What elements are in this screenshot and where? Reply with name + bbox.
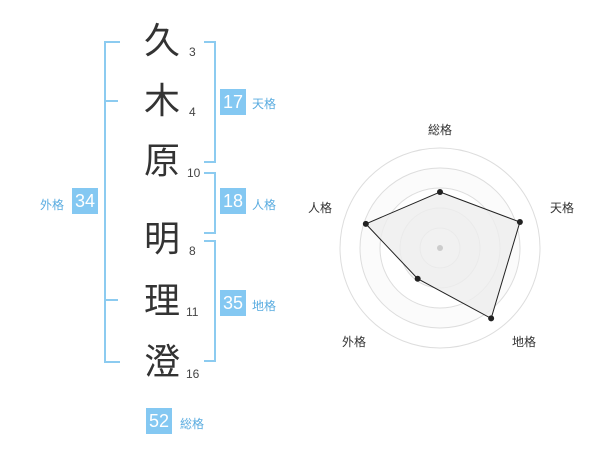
radar-point-4	[414, 275, 421, 282]
radar-point-2	[516, 219, 523, 226]
chikaku-bracket	[204, 240, 216, 362]
name-char-5: 理	[143, 281, 180, 322]
radar-point-1	[437, 189, 443, 195]
tenkaku-label: 天格	[252, 97, 277, 111]
stroke-count-3: 10	[187, 166, 201, 180]
radar-label-chikaku: 地格	[512, 334, 536, 349]
name-char-1: 久	[143, 21, 180, 62]
radar-label-jinkaku: 人格	[308, 200, 332, 215]
radar-point-5	[362, 220, 369, 227]
name-char-4: 明	[143, 219, 180, 260]
gaikaku-label: 外格	[40, 198, 65, 212]
soukaku-label: 総格	[180, 417, 205, 431]
name-char-2: 木	[143, 81, 180, 122]
soukaku-badge: 52	[146, 408, 172, 434]
radar-label-gaikaku: 外格	[342, 334, 366, 349]
stroke-count-6: 16	[186, 367, 200, 381]
stroke-count-1: 3	[189, 45, 196, 59]
radar-polygon	[364, 191, 521, 320]
radar-points	[362, 189, 523, 322]
stroke-count-2: 4	[189, 105, 196, 119]
stroke-count-5: 11	[186, 305, 199, 319]
gaikaku-badge: 34	[72, 188, 98, 214]
radar-center-dot	[437, 245, 443, 251]
outer-bracket	[104, 41, 120, 363]
tenkaku-badge: 17	[220, 89, 246, 115]
chikaku-label: 地格	[252, 299, 277, 313]
tenkaku-bracket	[204, 41, 216, 163]
radar-chart: 総格 天格 地格 外格 人格	[308, 122, 574, 349]
radar-label-tenkaku: 天格	[550, 200, 574, 215]
jinkaku-badge: 18	[220, 188, 246, 214]
chikaku-badge: 35	[220, 290, 246, 316]
jinkaku-bracket	[204, 172, 216, 234]
outer-bracket-tick-2	[104, 299, 118, 301]
name-char-6: 澄	[143, 342, 180, 383]
stroke-count-4: 8	[189, 244, 196, 258]
outer-bracket-tick-1	[104, 100, 118, 102]
radar-point-3	[488, 315, 495, 322]
jinkaku-label: 人格	[252, 198, 277, 212]
name-char-3: 原	[143, 141, 180, 182]
radar-label-soukaku: 総格	[428, 122, 452, 137]
